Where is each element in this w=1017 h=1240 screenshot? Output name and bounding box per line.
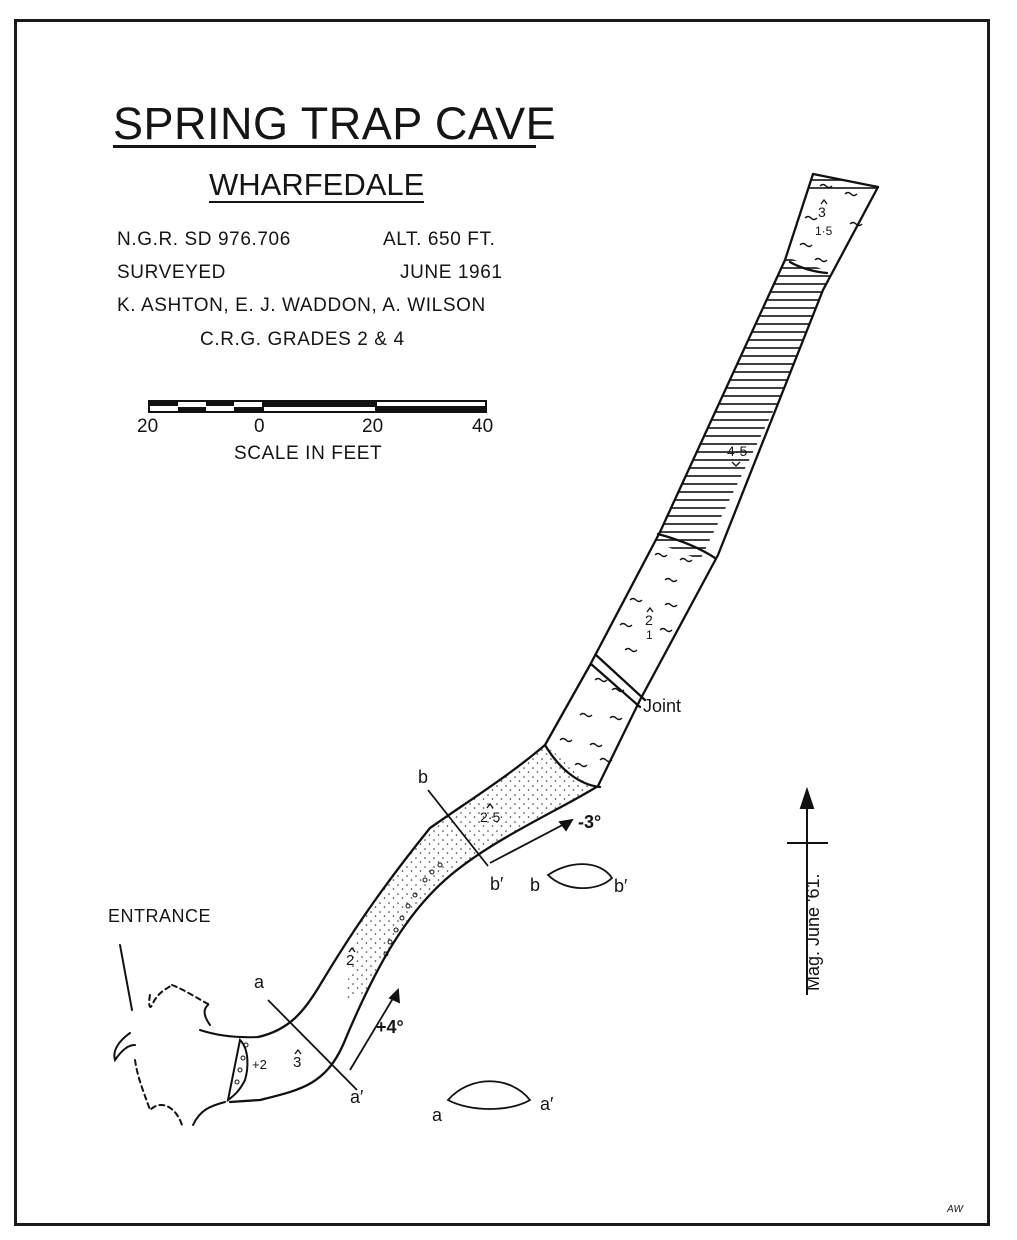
subtitle-underline: [209, 201, 424, 203]
hatched-zones: [650, 174, 878, 560]
map-border: [14, 19, 990, 1226]
map-title: SPRING TRAP CAVE: [113, 98, 557, 149]
scale-bar: [148, 400, 487, 413]
section-a-label: a: [432, 1105, 443, 1125]
map-subtitle: WHARFEDALE: [209, 167, 425, 202]
section-a-prime-label: a′: [350, 1087, 364, 1107]
draughtsman-initials: AW: [947, 1204, 963, 1215]
survey-grades: C.R.G. GRADES 2 & 4: [200, 329, 405, 350]
section-a-prime-label: a′: [540, 1094, 554, 1114]
scale-tick-label: 20: [362, 416, 384, 437]
scale-caption: SCALE IN FEET: [234, 443, 383, 464]
height-label: 1·5: [815, 224, 833, 238]
sand-floor: [345, 745, 600, 1000]
height-label: +2: [252, 1057, 267, 1072]
height-label: 1: [646, 628, 653, 642]
section-b-prime-label: b′: [490, 874, 504, 894]
water-symbols: [559, 183, 863, 768]
section-b-label: b: [418, 767, 429, 787]
height-label: 2: [645, 612, 653, 628]
section-lines: [267, 789, 614, 1110]
grid-reference: N.G.R. SD 976.706: [117, 229, 291, 250]
height-label: 2·5: [480, 809, 501, 825]
entrance-label: ENTRANCE: [108, 906, 212, 926]
slope-up-label: +4°: [376, 1017, 404, 1037]
height-label: 2: [346, 952, 355, 969]
title-underline: [113, 145, 536, 148]
section-b-label: b: [530, 875, 541, 895]
north-label: Mag. June '61.: [803, 873, 823, 991]
section-a-label: a: [254, 972, 265, 992]
scale-tick-label: 40: [472, 416, 494, 437]
north-arrow: [787, 786, 828, 995]
slope-arrows: [349, 818, 574, 1071]
passage-walls: [228, 172, 880, 1104]
slope-down-label: -3°: [578, 812, 602, 832]
scale-tick-label: 20: [137, 416, 159, 437]
entrance-outline: [113, 944, 259, 1126]
section-b-prime-label: b′: [614, 876, 628, 896]
height-label: 4·5: [727, 443, 748, 459]
pebbles: [234, 862, 443, 1085]
altitude: ALT. 650 FT.: [383, 229, 496, 250]
height-markers: [294, 198, 828, 1055]
height-label: 3: [818, 204, 826, 220]
height-label: 3: [293, 1054, 302, 1071]
joint-label: Joint: [643, 696, 682, 716]
scale-tick-label: 0: [254, 416, 265, 437]
surveyors: K. ASHTON, E. J. WADDON, A. WILSON: [117, 295, 486, 316]
survey-date: JUNE 1961: [400, 262, 503, 283]
surveyed-label: SURVEYED: [117, 262, 226, 283]
